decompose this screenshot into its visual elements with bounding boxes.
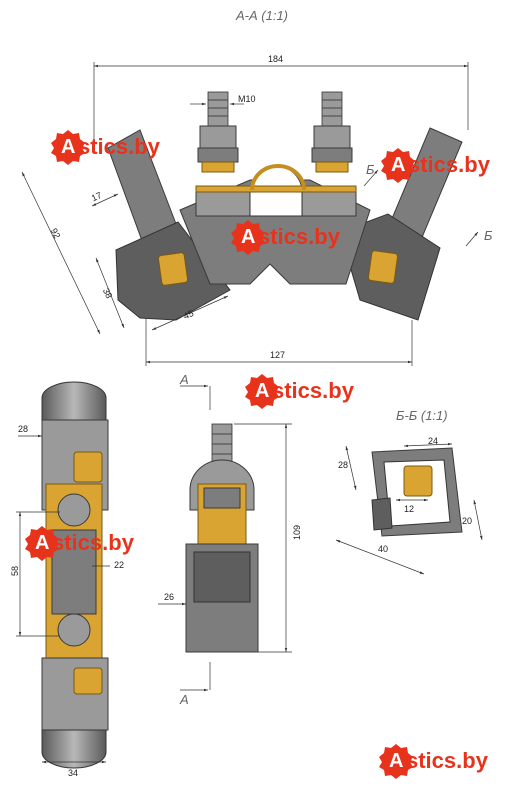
watermark-text: stics.by (78, 134, 161, 159)
section-bb-view: 28 24 12 20 40 (335, 436, 483, 575)
watermark-text: stics.by (258, 224, 341, 249)
watermark-logo-letter: A (255, 380, 269, 402)
dim-184: 184 (268, 54, 283, 64)
side-view: 28 58 22 34 (10, 381, 124, 778)
watermark: A stics.by (25, 526, 135, 561)
section-bb-title: Б-Б (1:1) (396, 408, 448, 423)
dim-side-34: 34 (68, 768, 78, 778)
dim-45: 45 (182, 308, 195, 321)
right-bolt (311, 91, 353, 173)
section-aa-view: 184 M10 127 92 17 38 45 Б Б (21, 54, 493, 366)
watermark: A stics.by (231, 220, 341, 255)
dim-bb-40: 40 (378, 544, 388, 554)
section-mark-a-top: А (179, 372, 189, 387)
dim-92: 92 (49, 227, 62, 240)
dim-side-58: 58 (10, 566, 20, 576)
dim-bb-28: 28 (338, 460, 348, 470)
right-arm (339, 127, 463, 321)
watermark: A stics.by (51, 130, 161, 165)
section-mark-b-upper: Б (366, 162, 375, 177)
watermark-text: stics.by (272, 378, 355, 403)
watermark-logo-letter: A (61, 136, 75, 158)
front-view: А А 109 26 (158, 372, 302, 707)
dim-side-22: 22 (114, 560, 124, 570)
dim-17: 17 (90, 190, 103, 203)
dim-front-26: 26 (164, 592, 174, 602)
left-arm (107, 129, 231, 321)
watermark-text: stics.by (408, 152, 491, 177)
section-aa-title: А-А (1:1) (235, 8, 288, 23)
watermark-logo-letter: A (389, 750, 403, 772)
dim-bb-24: 24 (428, 436, 438, 446)
watermark-logo-letter: A (391, 154, 405, 176)
watermark: A stics.by (245, 374, 355, 409)
thread-m10-label: M10 (238, 94, 256, 104)
dim-front-109: 109 (292, 525, 302, 540)
central-body (179, 164, 371, 285)
watermark-text: stics.by (52, 530, 135, 555)
watermark-logo-letter: A (35, 532, 49, 554)
dim-bb-20: 20 (462, 516, 472, 526)
watermark-logo-letter: A (241, 226, 255, 248)
section-mark-b-right: Б (484, 228, 493, 243)
watermark-text: stics.by (406, 748, 489, 773)
dim-bb-12: 12 (404, 504, 414, 514)
section-mark-a-bottom: А (179, 692, 189, 707)
watermark: A stics.by (379, 744, 489, 779)
dim-38: 38 (101, 287, 114, 300)
left-bolt (197, 91, 239, 173)
dim-side-28: 28 (18, 424, 28, 434)
dim-127: 127 (270, 350, 285, 360)
watermark: A stics.by (381, 148, 491, 183)
